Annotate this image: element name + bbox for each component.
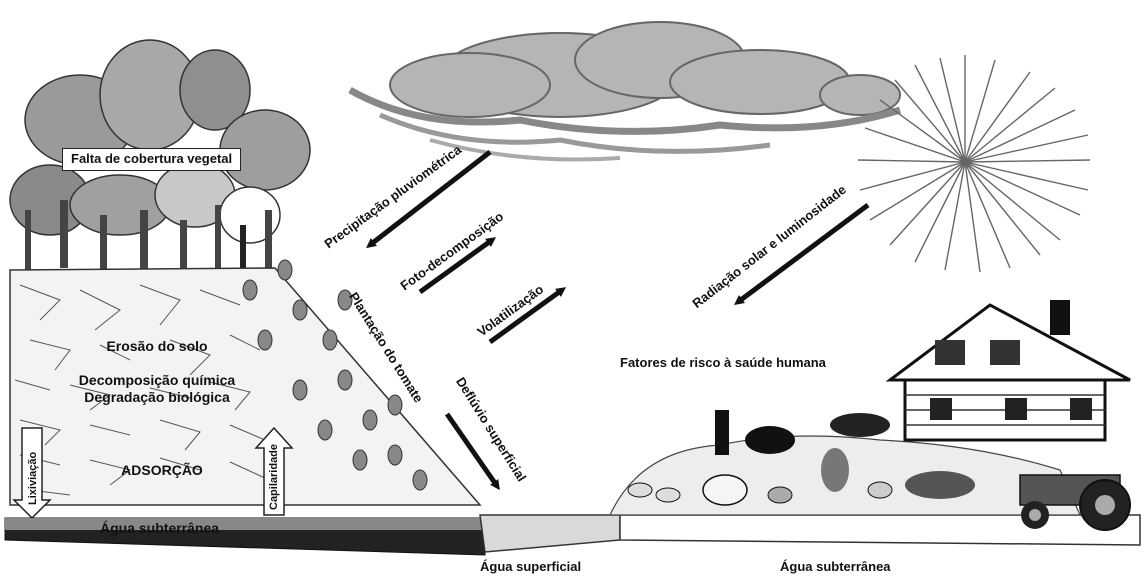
arrow-precipitacao xyxy=(366,150,492,249)
sun-illustration xyxy=(857,55,1091,273)
label-fatores-risco: Fatores de risco à saúde humana xyxy=(620,355,826,370)
label-adsorcao: ADSORÇÃO xyxy=(121,462,203,478)
arrow-foto-decomposicao xyxy=(418,237,497,295)
label-lixiviacao: Lixiviação xyxy=(27,451,39,505)
cloud-illustration xyxy=(348,21,902,162)
label-capilaridade: Capilaridade xyxy=(268,443,280,510)
soil-profile xyxy=(9,259,482,520)
arrow-radiacao xyxy=(733,202,870,305)
process-arrows xyxy=(366,150,870,491)
arrow-defluvio xyxy=(444,412,500,491)
label-falta-cobertura: Falta de cobertura vegetal xyxy=(62,148,242,171)
farm-illustration xyxy=(609,300,1131,531)
label-decomposicao: Decomposição química xyxy=(78,372,236,388)
label-erosao: Erosão do solo xyxy=(106,338,208,354)
arrow-volatilizacao xyxy=(488,287,567,345)
label-agua-superficial: Água superficial xyxy=(480,559,582,574)
label-degradacao: Degradação biológica xyxy=(84,389,230,405)
label-agua-subterranea-left: Água subterrânea xyxy=(100,520,220,536)
label-agua-subterranea-right: Água subterrânea xyxy=(780,559,891,574)
groundwater-layer xyxy=(4,514,1141,556)
